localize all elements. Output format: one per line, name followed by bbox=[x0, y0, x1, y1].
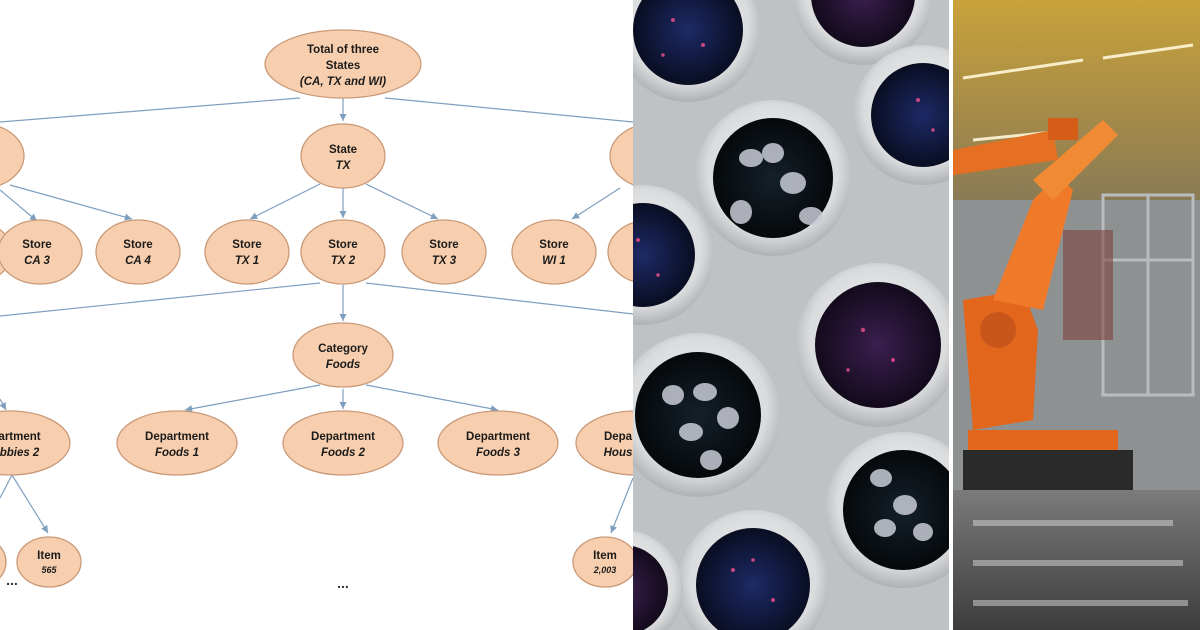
diagram-nodes bbox=[0, 29, 633, 588]
department-node-foods2 bbox=[282, 410, 404, 476]
department-label: partment bbox=[0, 431, 41, 443]
diagram-labels: Total of three States (CA, TX and WI) St… bbox=[0, 44, 633, 591]
department-node-hobbies2 bbox=[0, 410, 71, 476]
root-label-1: Total of three bbox=[307, 44, 379, 56]
item-label: Item bbox=[37, 550, 61, 562]
root-label-3: (CA, TX and WI) bbox=[300, 76, 386, 88]
root-node bbox=[264, 29, 422, 99]
department-label: Depa bbox=[604, 431, 633, 443]
store-node-tx3 bbox=[401, 219, 487, 285]
robot-arm-illustration bbox=[953, 0, 1200, 630]
ellipsis-center: ... bbox=[337, 575, 349, 591]
department-node-foods1 bbox=[116, 410, 238, 476]
store-label: Store bbox=[328, 239, 357, 251]
fluorescent-dots bbox=[636, 18, 935, 602]
root-label-2: States bbox=[326, 60, 361, 72]
robot-arm bbox=[953, 118, 1133, 490]
well-plate-illustration bbox=[633, 0, 949, 630]
store-node-tx1 bbox=[204, 219, 290, 285]
item-sub: 2,003 bbox=[593, 565, 617, 575]
item-sub: 565 bbox=[41, 565, 57, 575]
cell-nuclei bbox=[662, 143, 933, 541]
department-node-foods3 bbox=[437, 410, 559, 476]
state-node-tx bbox=[300, 123, 386, 189]
state-label: State bbox=[329, 144, 357, 156]
panel-divider bbox=[949, 0, 953, 630]
store-sub: CA 4 bbox=[125, 255, 151, 267]
frame-structure bbox=[1101, 193, 1195, 397]
robot-arm-image bbox=[953, 0, 1200, 630]
department-sub: Foods 3 bbox=[476, 447, 521, 459]
hierarchy-diagram: Total of three States (CA, TX and WI) St… bbox=[0, 29, 633, 591]
item-node-2003 bbox=[572, 536, 633, 588]
hierarchy-diagram-panel: Total of three States (CA, TX and WI) St… bbox=[0, 29, 633, 591]
well-plate-image bbox=[633, 0, 949, 630]
store-label: Store bbox=[539, 239, 568, 251]
store-node-right-partial bbox=[607, 222, 633, 282]
item-node-partial bbox=[0, 545, 7, 579]
state-node-right bbox=[609, 126, 633, 186]
store-label: Store bbox=[232, 239, 261, 251]
category-node-foods bbox=[292, 322, 394, 388]
item-node-565 bbox=[16, 536, 82, 588]
store-label: Store bbox=[22, 239, 51, 251]
department-sub: Foods 1 bbox=[155, 447, 199, 459]
department-sub: obbies 2 bbox=[0, 447, 40, 459]
conveyor bbox=[973, 520, 1188, 606]
department-sub: Hous bbox=[604, 447, 633, 459]
department-label: Department bbox=[311, 431, 375, 443]
store-sub: WI 1 bbox=[542, 255, 566, 267]
department-label: Department bbox=[466, 431, 530, 443]
store-node-ca4 bbox=[95, 219, 181, 285]
diagram-edges bbox=[0, 97, 633, 534]
department-sub: Foods 2 bbox=[321, 447, 366, 459]
wells bbox=[633, 0, 949, 630]
store-sub: CA 3 bbox=[24, 255, 50, 267]
category-label: Category bbox=[318, 343, 368, 355]
store-node-ca3 bbox=[0, 219, 83, 285]
department-node-household bbox=[575, 410, 633, 476]
store-node-tx2 bbox=[300, 219, 386, 285]
store-sub: TX 3 bbox=[432, 255, 457, 267]
category-sub: Foods bbox=[326, 359, 361, 371]
state-node-left bbox=[0, 126, 25, 186]
item-label: Item bbox=[593, 550, 617, 562]
department-label: Department bbox=[145, 431, 209, 443]
store-label: Store bbox=[123, 239, 152, 251]
store-label: Store bbox=[429, 239, 458, 251]
store-sub: TX 1 bbox=[235, 255, 259, 267]
store-sub: TX 2 bbox=[331, 255, 356, 267]
store-node-wi1 bbox=[511, 219, 597, 285]
state-sub: TX bbox=[336, 160, 352, 172]
ellipsis-left: ... bbox=[6, 572, 18, 588]
